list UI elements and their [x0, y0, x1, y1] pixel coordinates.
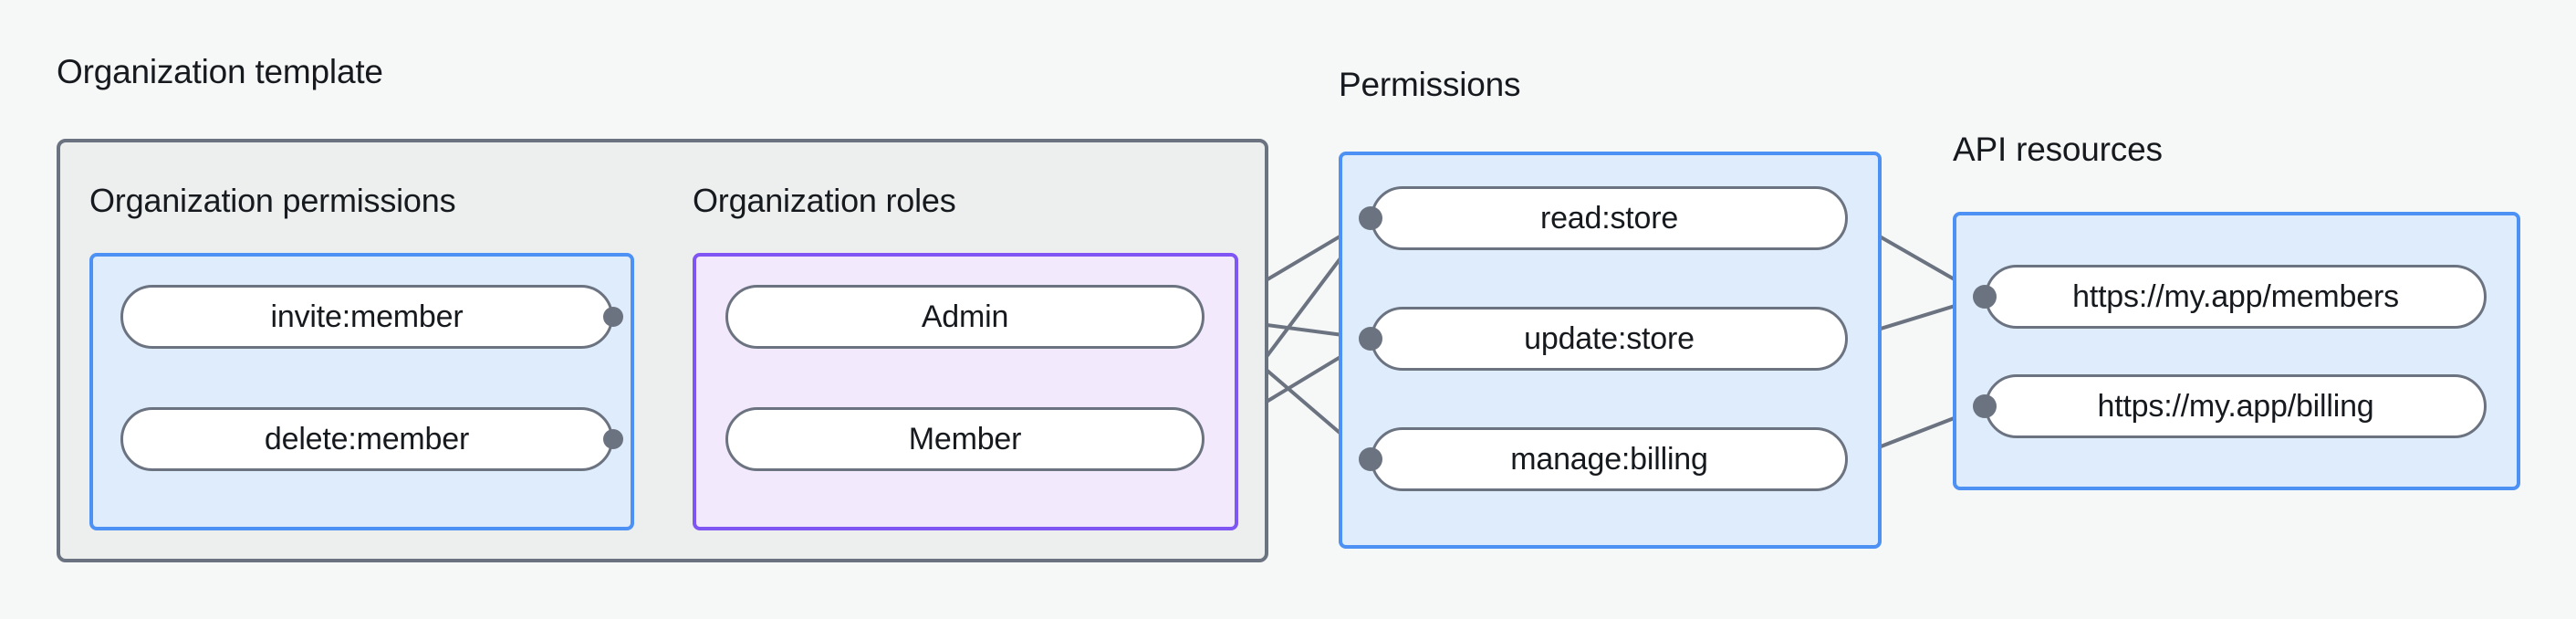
group-api-resources [1953, 212, 2520, 490]
node-members-url[interactable]: https://my.app/members [1985, 265, 2487, 329]
node-admin[interactable]: Admin [725, 285, 1205, 349]
node-read-store[interactable]: read:store [1371, 186, 1848, 250]
subgroup-title-organization-permissions: Organization permissions [89, 182, 456, 219]
node-invite-member[interactable]: invite:member [120, 285, 613, 349]
node-delete-member[interactable]: delete:member [120, 407, 613, 471]
node-billing-url[interactable]: https://my.app/billing [1985, 374, 2487, 438]
node-manage-billing[interactable]: manage:billing [1371, 427, 1848, 491]
subgroup-title-organization-roles: Organization roles [693, 182, 956, 219]
group-title-permissions: Permissions [1339, 66, 1521, 103]
group-title-api-resources: API resources [1953, 131, 2163, 168]
node-update-store[interactable]: update:store [1371, 307, 1848, 371]
node-member[interactable]: Member [725, 407, 1205, 471]
group-title-organization-template: Organization template [57, 53, 383, 90]
